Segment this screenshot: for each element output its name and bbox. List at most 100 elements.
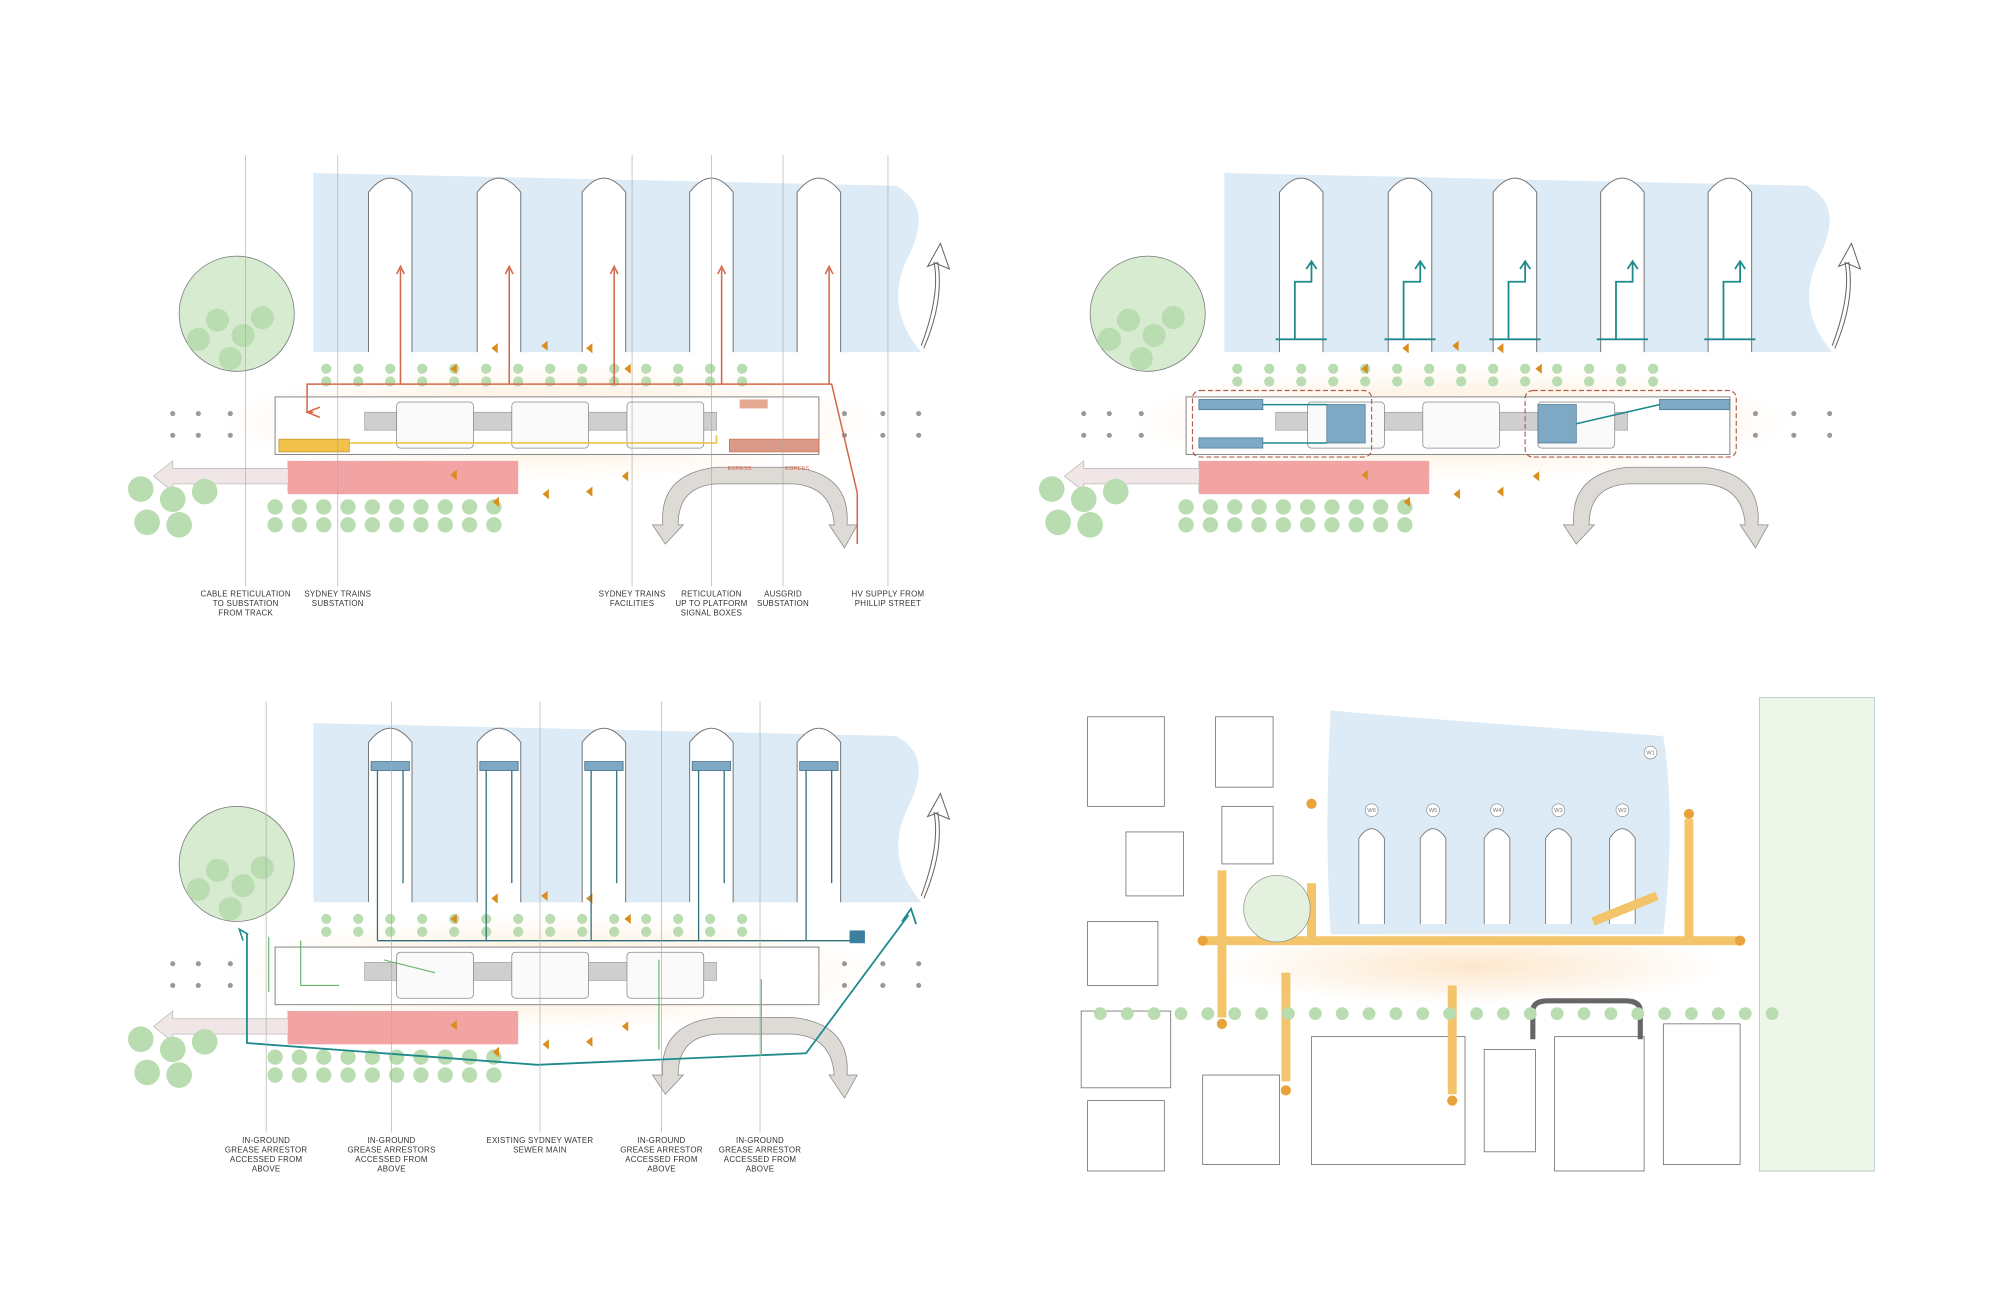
- tree: [704, 913, 716, 925]
- tree: [1392, 363, 1403, 374]
- tree: [417, 926, 428, 937]
- tree: [486, 517, 502, 533]
- bollard: [1138, 410, 1144, 417]
- harbour-water: [1327, 710, 1670, 935]
- tree: [1392, 376, 1403, 387]
- tree: [1174, 1007, 1188, 1021]
- tree: [159, 1036, 186, 1063]
- route-arrow-head: [1280, 1085, 1292, 1096]
- annotation-label: ACCESSED FROM: [724, 1155, 796, 1164]
- pedestrian-route: [1202, 819, 1741, 1095]
- pedestrian-marker: [1402, 343, 1409, 354]
- grease-trap: [370, 761, 410, 771]
- annotation-label: UP TO PLATFORM: [675, 599, 747, 608]
- tree: [461, 1049, 478, 1065]
- bollard: [916, 432, 922, 438]
- wharf-finger: [1492, 177, 1538, 353]
- tree: [1129, 347, 1153, 371]
- tree: [291, 1067, 308, 1083]
- tree: [461, 517, 478, 533]
- tree: [413, 1049, 429, 1065]
- wharf-finger: [367, 727, 413, 903]
- annotation-label: TO SUBSTATION: [213, 599, 279, 608]
- ventilation-duct: [1262, 403, 1660, 444]
- shoreline-arrow: [920, 792, 951, 899]
- bollard: [1827, 432, 1833, 438]
- power-riser: [395, 264, 406, 385]
- annotation-label: FACILITIES: [610, 599, 654, 608]
- tree: [1299, 517, 1316, 533]
- wharf-marker: [1364, 803, 1379, 817]
- annotation-label: RETICULATION: [681, 590, 742, 599]
- exhaust-intake-unit: [1198, 437, 1264, 449]
- annotation-label: ABOVE: [377, 1165, 406, 1174]
- annotation-label: GREASE ARRESTOR: [620, 1145, 703, 1154]
- tree: [1282, 1007, 1295, 1021]
- tree: [1389, 1007, 1403, 1021]
- tree: [417, 363, 428, 374]
- tree: [316, 517, 332, 533]
- bollard: [841, 982, 848, 989]
- tree: [364, 499, 381, 515]
- route-arrow-head: [1197, 935, 1208, 946]
- western-precinct-boundary: [1191, 389, 1373, 458]
- tree: [316, 1049, 332, 1065]
- wharf-finger: [581, 727, 627, 903]
- tree: [1038, 476, 1065, 502]
- tree: [1178, 499, 1194, 515]
- ausgrid-substation: [728, 438, 820, 453]
- wharf-finger: [476, 727, 522, 903]
- sewer-branch: [805, 770, 833, 941]
- sewer-branch: [590, 770, 618, 941]
- tree: [545, 376, 556, 387]
- grease-arrestor-line: [268, 936, 762, 1056]
- bollard: [1106, 432, 1112, 438]
- tree: [577, 913, 588, 925]
- tree: [1070, 486, 1097, 513]
- tree: [577, 926, 588, 937]
- tree: [191, 1028, 218, 1055]
- tree: [486, 1067, 502, 1083]
- tree: [353, 926, 364, 937]
- power-riser: [824, 264, 834, 385]
- tree: [1488, 376, 1499, 387]
- bus-turning-loop: [1530, 998, 1643, 1040]
- tree: [1045, 509, 1071, 536]
- wharf-finger: [1707, 177, 1753, 353]
- tree: [1658, 1007, 1672, 1021]
- tree: [1470, 1007, 1483, 1021]
- bus-turning-loop: [651, 1017, 858, 1099]
- tree: [291, 1049, 308, 1065]
- bollard: [1752, 410, 1759, 417]
- annotation-label: HV SUPPLY FROM: [852, 590, 925, 599]
- tree: [364, 1067, 381, 1083]
- tree: [291, 499, 308, 515]
- tree: [1711, 1007, 1725, 1021]
- tree: [1488, 363, 1499, 374]
- concourse-block: [511, 951, 589, 999]
- station-glow: [1215, 927, 1728, 1005]
- bollard: [916, 961, 922, 967]
- tree: [1497, 1007, 1510, 1021]
- tree: [481, 363, 492, 374]
- annotation-label: PHILLIP STREET: [855, 599, 921, 608]
- concourse-block: [396, 951, 474, 999]
- bollard: [1081, 410, 1087, 417]
- building-footprint: [1483, 1049, 1536, 1153]
- annotation-label: IN-GROUND: [242, 1136, 290, 1145]
- bollard: [170, 410, 176, 417]
- wharf-marker: [1426, 803, 1440, 817]
- signal-box: [739, 399, 768, 409]
- tree: [736, 363, 748, 374]
- tree: [545, 363, 556, 374]
- tree: [340, 499, 356, 515]
- tree: [1308, 1007, 1322, 1021]
- tree: [1328, 376, 1339, 387]
- bollard: [227, 982, 233, 989]
- tree: [1647, 376, 1659, 387]
- bollard: [841, 410, 848, 417]
- tree: [1255, 1007, 1268, 1021]
- tree: [159, 486, 186, 513]
- wharf-finger: [367, 177, 413, 353]
